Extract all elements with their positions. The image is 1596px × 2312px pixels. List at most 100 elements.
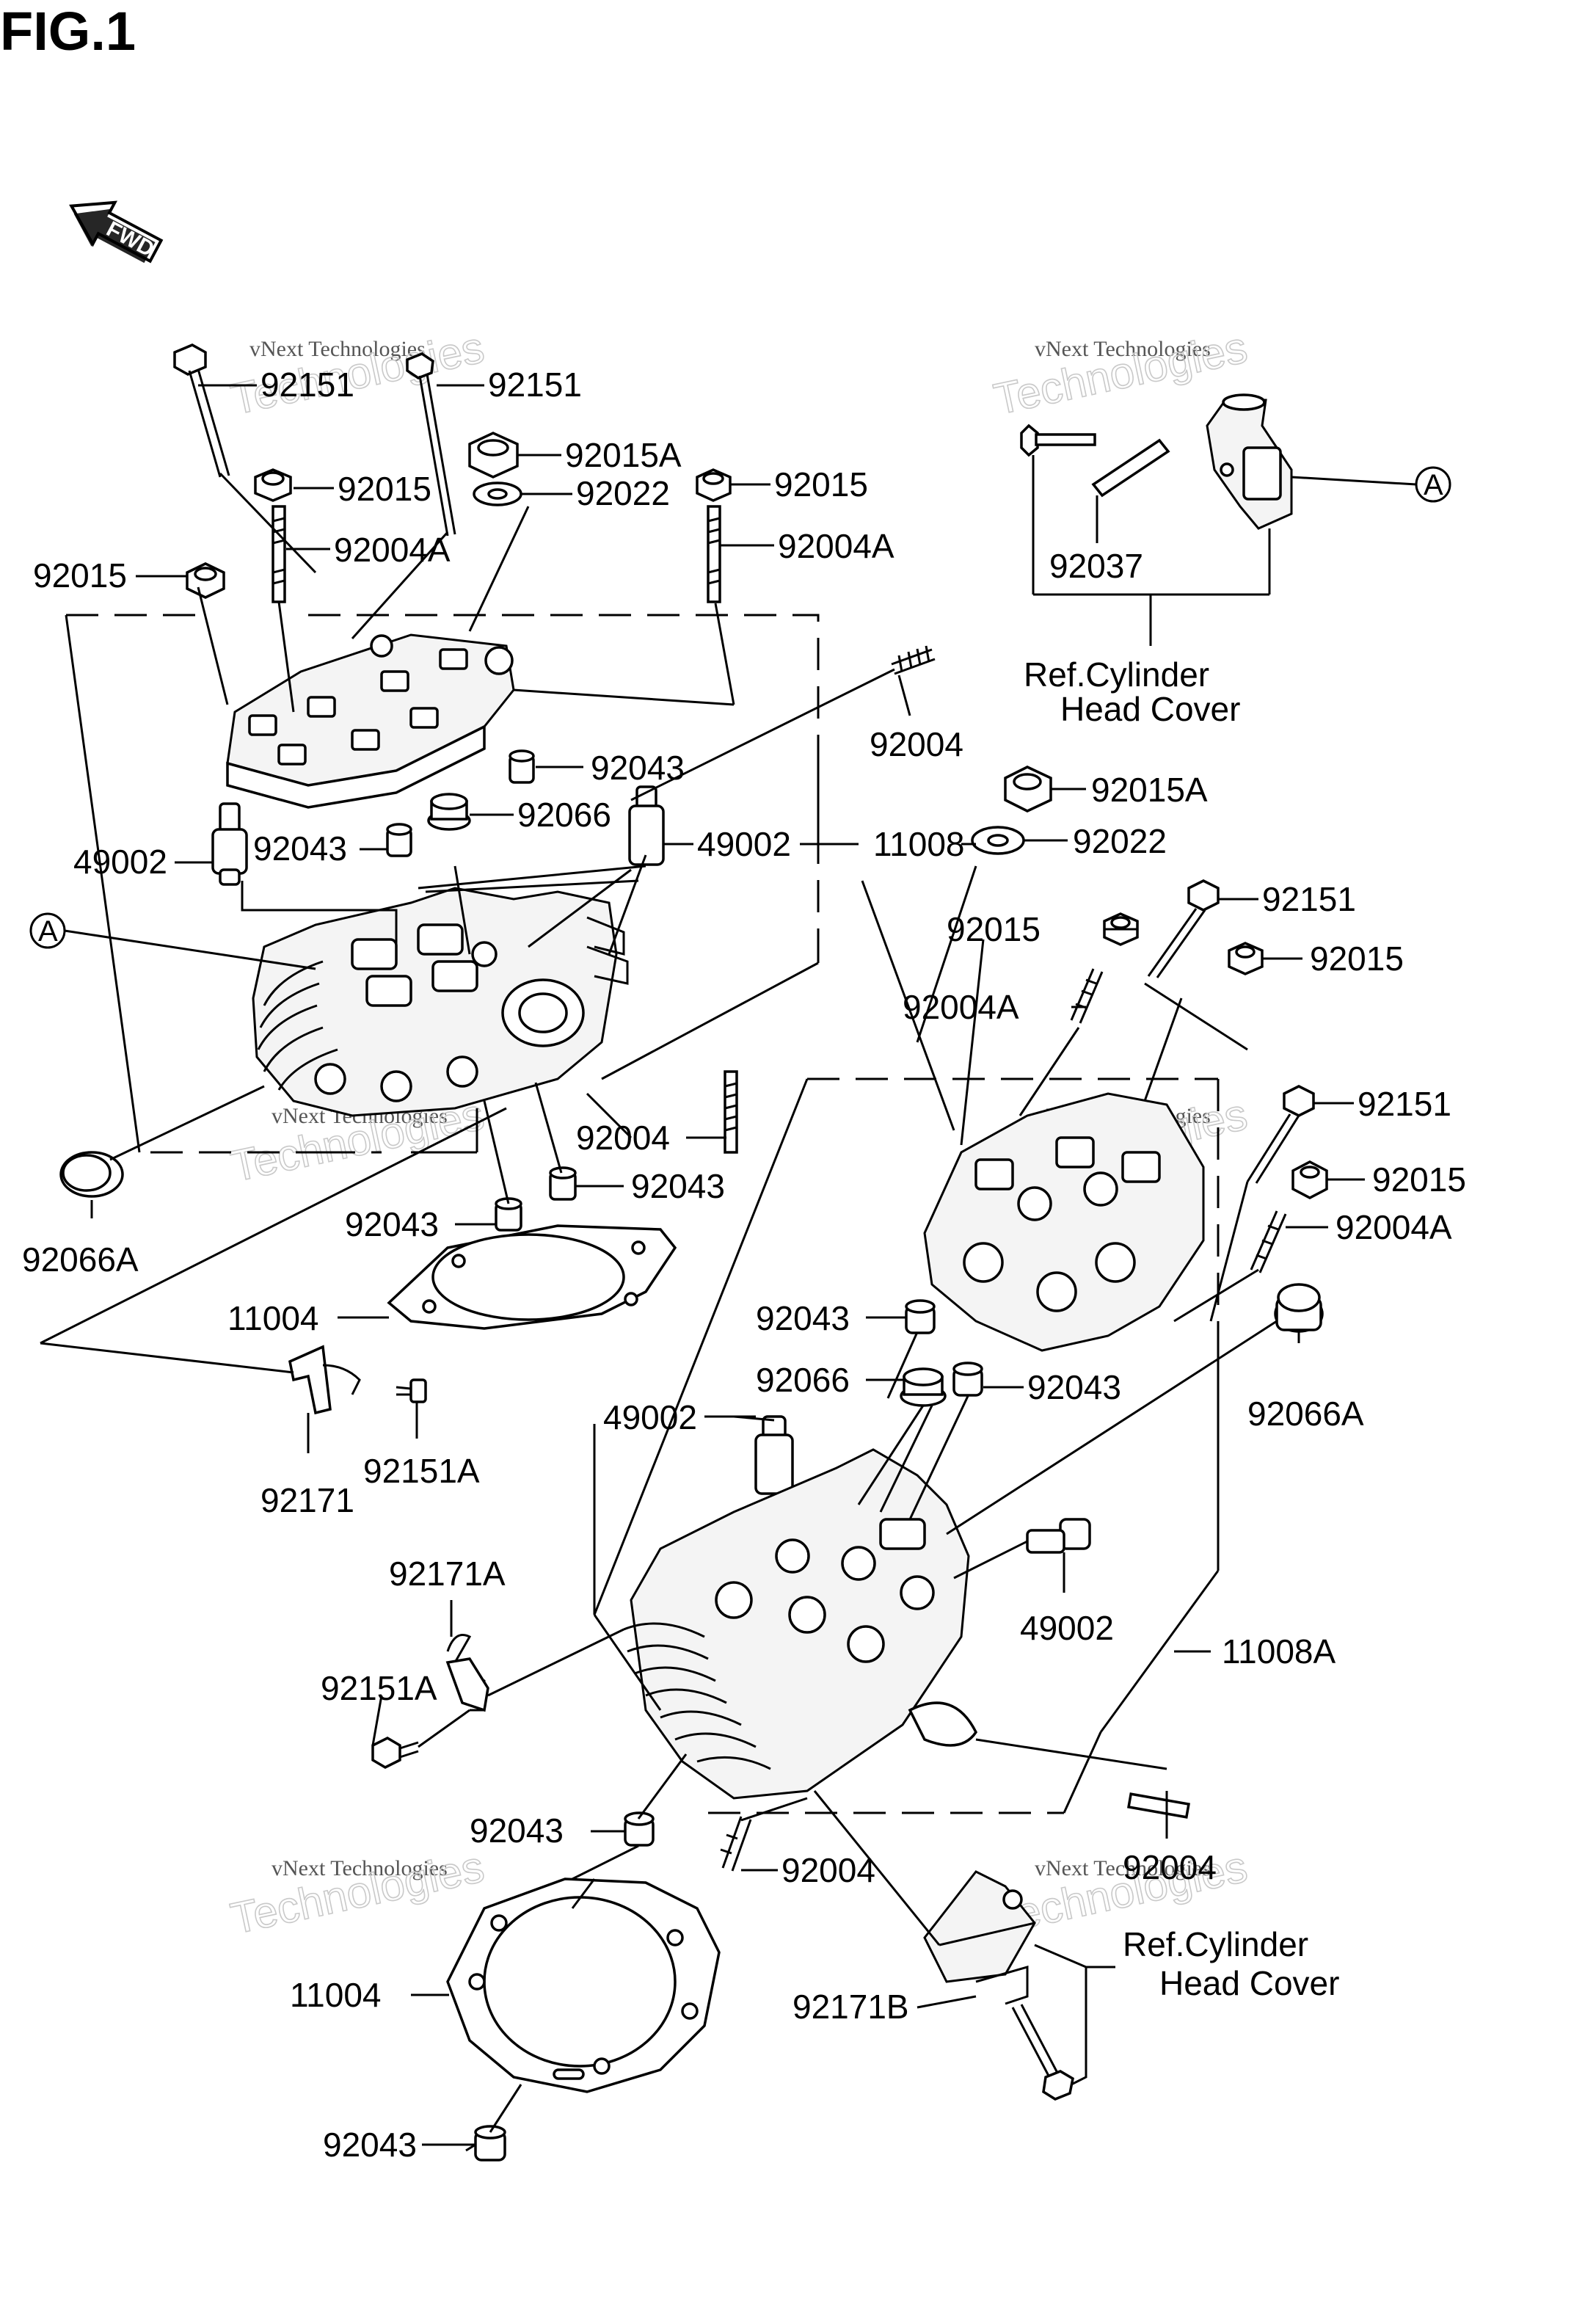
bracket-92171B-icon [923, 1870, 1036, 2005]
label-ref-cylinder-head-cover: Ref.Cylinder [1024, 655, 1209, 694]
dowel-92043-icon [495, 1197, 522, 1232]
label-92043: 92043 [1027, 1368, 1121, 1406]
fwd-arrow-icon: FWD [69, 200, 164, 263]
label-92043: 92043 [470, 1811, 564, 1850]
label-92004A: 92004A [1336, 1208, 1452, 1246]
label-11008: 11008 [873, 825, 965, 863]
nut-92015-icon [696, 468, 732, 502]
stud-92004-icon [720, 1816, 752, 1872]
label-ref-cylinder-head-cover: Ref.Cylinder [1123, 1925, 1308, 1963]
label-92022: 92022 [1073, 822, 1167, 860]
dowel-92043-icon [952, 1362, 983, 1397]
bracket-92171-icon [288, 1345, 361, 1415]
stud-92004A-icon [1070, 968, 1104, 1024]
label-92151: 92151 [488, 366, 582, 404]
label-92022: 92022 [576, 474, 670, 512]
plug-92066A-icon [59, 1151, 124, 1198]
stud-92004A-icon [272, 505, 286, 603]
nut-92015-icon [1291, 1160, 1328, 1199]
label-92015: 92015 [774, 465, 868, 504]
label-92171: 92171 [260, 1481, 354, 1519]
label-92151A: 92151A [321, 1669, 437, 1707]
label-92066: 92066 [517, 796, 611, 834]
label-92015: 92015 [33, 556, 127, 595]
label-92004: 92004 [870, 725, 963, 763]
label-92066A: 92066A [22, 1240, 139, 1279]
label-92151A: 92151A [363, 1452, 480, 1490]
gasket-11004-icon [387, 1224, 677, 1330]
label-92043: 92043 [756, 1299, 850, 1337]
bolt-92151A-icon [396, 1378, 427, 1403]
label-92015: 92015 [947, 910, 1041, 948]
nut-92015-icon [1228, 942, 1264, 975]
stud-92004-icon [630, 645, 936, 801]
nut-92015-icon [186, 562, 225, 599]
label-92015: 92015 [1372, 1160, 1466, 1199]
stud-92004A-icon [1250, 1210, 1287, 1273]
label-92151: 92151 [1358, 1085, 1451, 1123]
watermark-brand: vNext Technologies [249, 337, 426, 361]
bolt-92151-icon [1147, 879, 1220, 978]
label-49002: 49002 [603, 1398, 697, 1436]
stud-92004-icon [724, 1070, 738, 1154]
dowel-92043-icon [386, 823, 412, 857]
label-92015A: 92015A [565, 436, 682, 474]
label-92015A: 92015A [1091, 771, 1208, 809]
bolt-92151-icon [173, 343, 230, 478]
label-92004: 92004 [576, 1119, 670, 1157]
rear-head-assembly [371, 766, 1328, 2162]
cylinder-head-front-icon [252, 887, 629, 1117]
camshaft-holder-rear-icon [923, 1092, 1205, 1352]
dowel-92043-icon [509, 749, 535, 784]
washer-92022-icon [971, 826, 1025, 855]
label-49002: 49002 [1020, 1609, 1114, 1647]
label-ref-cylinder-head-cover: Head Cover [1060, 690, 1240, 728]
part-labels: 92151 92151 92015A 92015 92022 92015 920… [22, 366, 1466, 2164]
label-92151: 92151 [260, 366, 354, 404]
ref-marker-a-icon: A [29, 912, 66, 949]
dowel-92043-icon [905, 1299, 936, 1334]
label-92043: 92043 [631, 1167, 725, 1205]
bracket-92171A-icon [445, 1634, 489, 1712]
label-92043: 92043 [345, 1205, 439, 1243]
label-ref-cylinder-head-cover: Head Cover [1159, 1964, 1339, 2002]
bolt-92151-icon [1246, 1085, 1315, 1184]
label-49002: 49002 [73, 843, 167, 881]
label-92043: 92043 [253, 829, 347, 868]
ref-marker-a-label: A [1424, 469, 1443, 501]
bolt-92151A-icon [371, 1737, 419, 1769]
nut-92015-icon [254, 468, 292, 502]
label-92043: 92043 [323, 2126, 417, 2164]
label-92037: 92037 [1049, 547, 1143, 585]
camshaft-holder-icon [226, 633, 515, 809]
label-92043: 92043 [591, 749, 685, 787]
washer-92022-icon [473, 481, 522, 506]
stud-92004-icon [1127, 1792, 1190, 1819]
head-cover-ref-1: A [1020, 393, 1451, 530]
bolt-icon [1020, 423, 1096, 457]
leader-lines [40, 384, 1417, 2152]
label-92171B: 92171B [792, 1988, 909, 2026]
bolt-icon [1011, 2004, 1074, 2101]
nut-92015A-icon [1004, 766, 1052, 813]
pipe-49002-icon [754, 1415, 794, 1495]
label-92171A: 92171A [389, 1555, 506, 1593]
stud-92004A-icon [707, 505, 721, 603]
label-92066A: 92066A [1247, 1395, 1364, 1433]
plug-92066A-icon [1274, 1283, 1324, 1333]
label-92004: 92004 [1123, 1848, 1217, 1886]
nut-92015A-icon [468, 432, 519, 479]
watermark-brand: vNext Technologies [1035, 1856, 1211, 1880]
label-92004A: 92004A [903, 988, 1019, 1026]
figure-title: FIG.1 [0, 1, 136, 62]
cylinder-head-rear-icon [623, 1448, 978, 1800]
label-11004: 11004 [290, 1976, 382, 2014]
label-11004: 11004 [227, 1299, 319, 1337]
bolt-92151-icon [406, 352, 456, 537]
ref-marker-a-label: A [38, 915, 58, 948]
label-11008A: 11008A [1222, 1632, 1336, 1671]
pipe-49002-icon [211, 802, 248, 886]
label-92004A: 92004A [778, 527, 894, 565]
dowel-92043-icon [549, 1166, 577, 1201]
